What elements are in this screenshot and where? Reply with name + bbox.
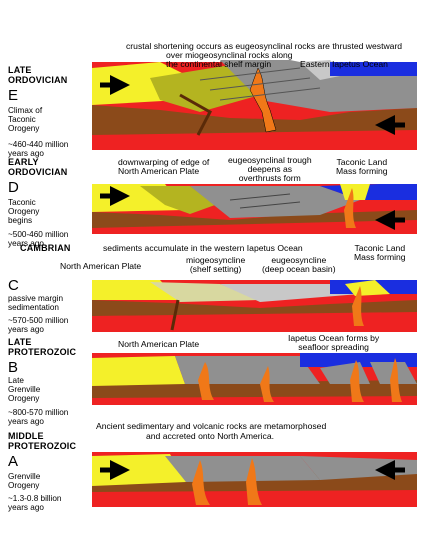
panel-a-era-line2: PROTEROZOIC xyxy=(8,441,77,451)
panel-b-yellow-block xyxy=(92,356,185,386)
panel-e-era-line2: ORDOVICIAN xyxy=(8,75,68,85)
panel-a-cross-section xyxy=(92,452,417,507)
panel-d-crust xyxy=(92,210,417,228)
panel-b-era-line2: PROTEROZOIC xyxy=(8,347,77,357)
panel-e-caption-line3: the continental shelf margin xyxy=(166,59,272,69)
panel-d-trough-sediments xyxy=(190,186,360,218)
panel-e-olive-sediment xyxy=(150,65,260,112)
panel-c-miogeosyncline: miogeosyncline(shelf setting) xyxy=(186,255,246,275)
panel-b-cross-section xyxy=(92,353,417,405)
panel-c-plate-label: North American Plate xyxy=(60,261,142,271)
panel-a-letter: A xyxy=(8,453,19,470)
panel-c-miogeosyncline xyxy=(150,282,260,302)
panel-d-olive-sediment xyxy=(140,186,215,214)
panel-a-magma-1 xyxy=(192,460,210,505)
panel-c-land-mass xyxy=(345,280,390,296)
panel-d-letter: D xyxy=(8,179,19,196)
panel-c-crust xyxy=(92,300,417,316)
panel-b-magma-2 xyxy=(260,366,274,402)
panel-d-era-line2: ORDOVICIAN xyxy=(8,167,68,177)
panel-d-cross-section xyxy=(92,184,417,234)
panel-a-metamorphosed-rocks xyxy=(165,456,320,482)
panel-e-cross-section xyxy=(92,60,417,150)
panel-a-magma-2 xyxy=(246,458,262,505)
panel-c-cross-section xyxy=(92,280,417,332)
panel-a-caption-line2: and accreted onto North America. xyxy=(146,431,275,441)
panel-b-magma-4 xyxy=(390,358,402,402)
panel-b-letter: B xyxy=(8,359,19,376)
panel-b-folded-rocks xyxy=(175,356,320,384)
panel-a-caption-line1: Ancient sedimentary and volcanic rocks a… xyxy=(96,421,327,431)
panel-e-era-line1: LATE xyxy=(8,65,32,75)
panel-b-magma-3 xyxy=(350,360,364,402)
panel-c-caption-top: sediments accumulate in the western Iape… xyxy=(103,243,303,253)
panel-e-ocean xyxy=(330,62,417,76)
panel-d-land-mass xyxy=(340,184,370,200)
panel-d-era-line1: EARLY xyxy=(8,157,39,167)
panel-b-era-line1: LATE xyxy=(8,337,32,347)
panel-c-eugeosyncline xyxy=(220,284,360,302)
panel-e-caption-line1: crustal shortening occurs as eugeosyncli… xyxy=(126,41,403,51)
panel-b-plate-label: North American Plate xyxy=(118,339,200,349)
panel-e-ocean-label: Eastern Iapetus Ocean xyxy=(300,59,388,69)
panel-d-magma xyxy=(344,188,356,228)
panel-b-magma-1 xyxy=(198,362,214,400)
panel-c-letter: C xyxy=(8,277,19,294)
panel-e-letter: E xyxy=(8,87,19,104)
panel-e-caption-line2: over miogeosynclinal rocks along xyxy=(166,50,293,60)
panel-e-crust xyxy=(92,105,417,135)
panel-c-eugeosyncline: eugeosyncline(deep ocean basin) xyxy=(262,255,336,275)
panel-c-magma xyxy=(352,286,364,326)
panel-c-era: CAMBRIAN xyxy=(20,243,71,253)
panel-b-crust xyxy=(92,380,417,398)
panel-a-era-line1: MIDDLE xyxy=(8,431,44,441)
